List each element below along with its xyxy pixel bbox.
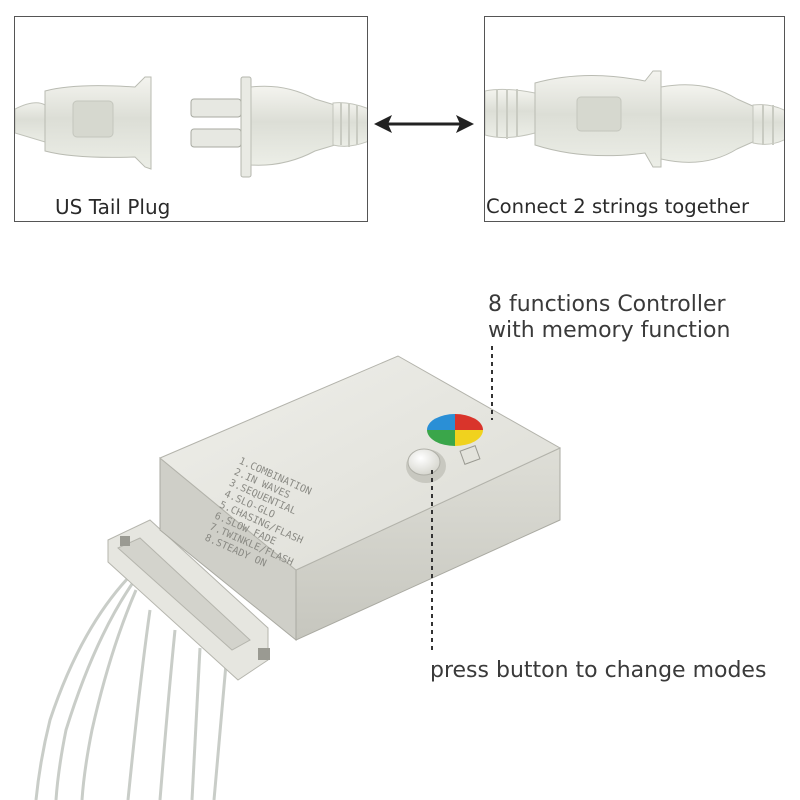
screw-hole	[120, 536, 130, 546]
controller-label-line2: with memory function	[488, 318, 731, 343]
tail-plug-photo	[15, 76, 367, 178]
connected-plugs-panel: Connect 2 strings together	[484, 16, 785, 222]
connect-strings-caption: Connect 2 strings together	[486, 195, 749, 218]
wires	[34, 576, 228, 800]
mode-button[interactable]	[407, 448, 441, 476]
screw-hole	[258, 648, 270, 660]
color-wheel-icon	[427, 414, 483, 446]
ce-mark	[459, 445, 481, 465]
double-arrow-icon	[374, 115, 474, 133]
controller-label: 8 functions Controller with memory funct…	[488, 292, 730, 344]
tail-plug-caption: US Tail Plug	[55, 195, 171, 219]
connected-plugs-photo	[485, 70, 784, 168]
controller-label-line1: 8 functions Controller	[488, 292, 726, 317]
tail-plug-panel: US Tail Plug	[14, 16, 368, 222]
press-button-label: press button to change modes	[430, 658, 767, 683]
